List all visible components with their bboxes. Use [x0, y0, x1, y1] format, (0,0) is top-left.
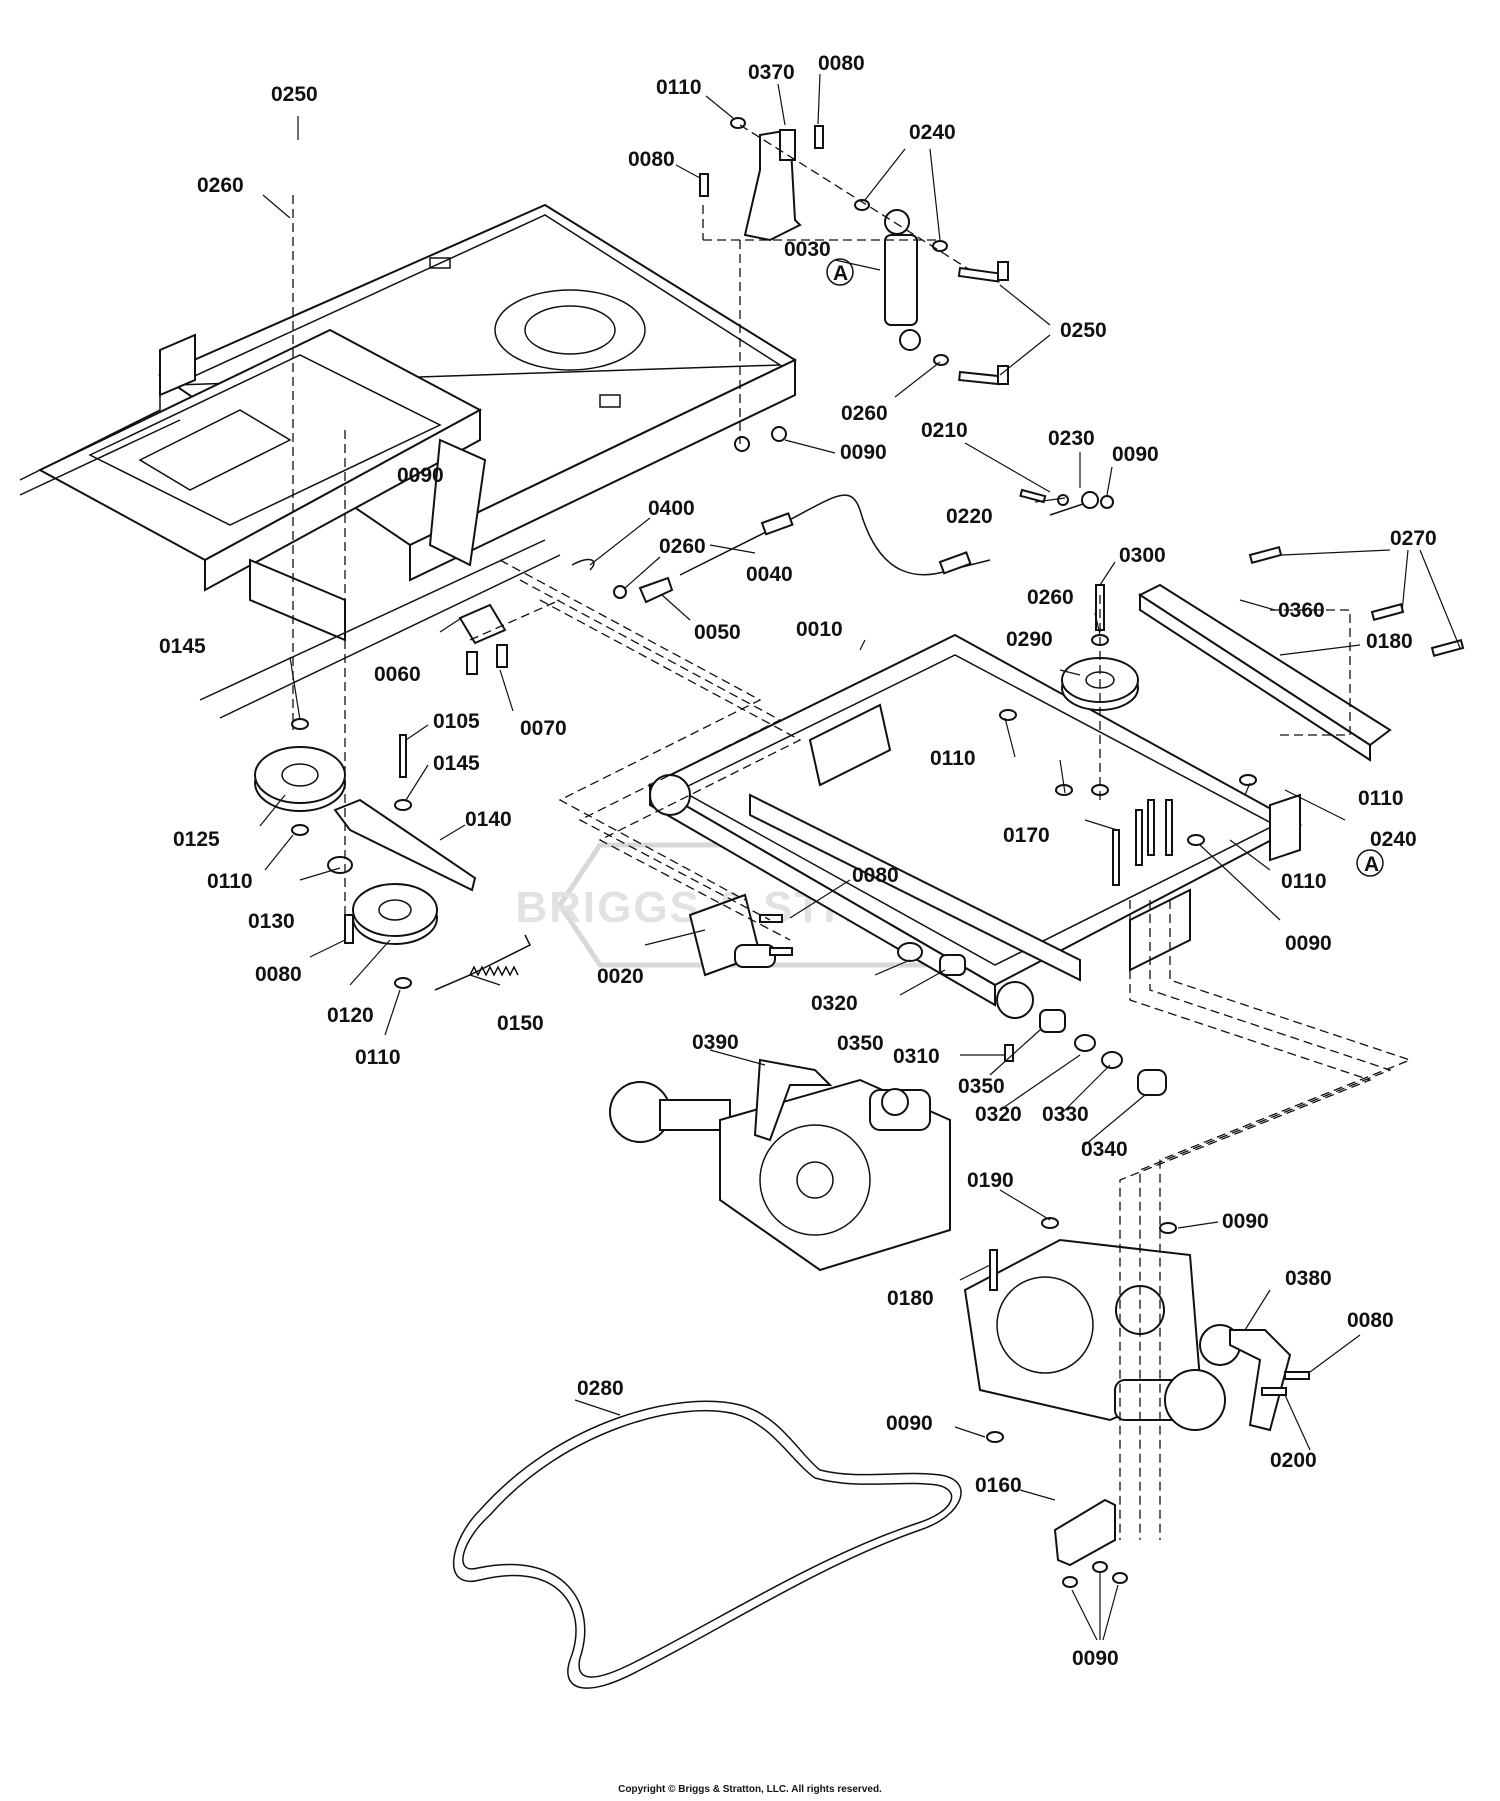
- callout-label: 0370: [748, 61, 795, 84]
- callout-label: 0145: [433, 752, 480, 775]
- spring-0150: [434, 934, 532, 991]
- rear-mount-A2: [1356, 849, 1384, 877]
- callout-label: 0120: [327, 1004, 374, 1027]
- callout-labels: 0250 0260 0110 0370 0080 0080 0240 0030 …: [159, 52, 1437, 1670]
- linkage-parts-0050-0400: [571, 558, 674, 604]
- callout-label: 0330: [1042, 1103, 1089, 1126]
- callout-label: 0350: [958, 1075, 1005, 1098]
- callout-label: 0090: [1222, 1210, 1269, 1233]
- callout-label: 0160: [975, 1474, 1022, 1497]
- callout-label: 0210: [921, 419, 968, 442]
- callout-label: 0240: [909, 121, 956, 144]
- callout-label: 0190: [967, 1169, 1014, 1192]
- callout-label: 0080: [255, 963, 302, 986]
- copyright-notice: Copyright © Briggs & Stratton, LLC. All …: [618, 1784, 882, 1795]
- callout-label: 0145: [159, 635, 206, 658]
- drive-belt-0280: [453, 1400, 962, 1689]
- callout-label: 0110: [1358, 787, 1404, 810]
- idler-arm-0140: [333, 734, 477, 892]
- callout-label: 0380: [1285, 1267, 1332, 1290]
- callout-label: 0105: [433, 710, 480, 733]
- mount-bar-0360: [1137, 546, 1465, 762]
- transaxle-hardware: [986, 1217, 1310, 1443]
- callout-label: 0090: [397, 464, 444, 487]
- callout-label: 0090: [886, 1412, 933, 1435]
- control-cable-0040: [679, 488, 1114, 576]
- callout-label: 0110: [656, 76, 702, 99]
- callout-label: A: [833, 262, 848, 285]
- callout-label: 0240: [1370, 828, 1417, 851]
- callout-label: 0230: [1048, 427, 1095, 450]
- callout-label: 0320: [811, 992, 858, 1015]
- callout-label: 0050: [694, 621, 741, 644]
- callout-label: 0090: [1072, 1647, 1119, 1670]
- callout-label: A: [1364, 853, 1379, 876]
- callout-label: 0090: [840, 441, 887, 464]
- transaxle-left: [609, 1078, 951, 1272]
- callout-label: 0350: [837, 1032, 884, 1055]
- callout-label: 0200: [1270, 1449, 1317, 1472]
- bolt-0250-upper: [957, 261, 1009, 283]
- callout-label: 0110: [355, 1046, 401, 1069]
- callout-label: 0180: [887, 1287, 934, 1310]
- shock-absorber-0030: [884, 209, 921, 351]
- callout-label: 0040: [746, 563, 793, 586]
- callout-label: 0390: [692, 1031, 739, 1054]
- callout-label: 0080: [628, 148, 675, 171]
- callout-label: 0260: [197, 174, 244, 197]
- callout-label: 0270: [1390, 527, 1437, 550]
- callout-label: 0090: [1112, 443, 1159, 466]
- callout-label: 0150: [497, 1012, 544, 1035]
- pulley-0120: [327, 856, 438, 989]
- callout-label: 0360: [1278, 599, 1325, 622]
- callout-label: 0320: [975, 1103, 1022, 1126]
- callout-label: 0300: [1119, 544, 1166, 567]
- callout-label: 0250: [1060, 319, 1107, 342]
- callout-label: 0260: [659, 535, 706, 558]
- callout-label: 0110: [930, 747, 976, 770]
- callout-label: 0170: [1003, 824, 1050, 847]
- callout-label: 0060: [374, 663, 421, 686]
- callout-label: 0140: [465, 808, 512, 831]
- assembly-lines: [292, 124, 1412, 1540]
- callout-label: 0080: [852, 864, 899, 887]
- frame-deck: [19, 203, 798, 719]
- callout-label: 0030: [784, 238, 831, 261]
- callout-label: 0020: [597, 965, 644, 988]
- bracket-0390: [753, 1058, 833, 1142]
- callout-label: 0260: [841, 402, 888, 425]
- leader-lines: [259, 73, 1461, 1641]
- callout-label: 0125: [173, 828, 220, 851]
- callout-label: 0290: [1006, 628, 1053, 651]
- bracket-0060-bolts-0070: [458, 603, 508, 675]
- callout-label: 0310: [893, 1045, 940, 1068]
- callout-label: 0130: [248, 910, 295, 933]
- bolt-0250-lower: [958, 365, 1009, 386]
- bracket-0380: [1229, 1329, 1292, 1432]
- callout-label: 0220: [946, 505, 993, 528]
- callout-label: 0080: [818, 52, 865, 75]
- callout-label: 0110: [207, 870, 253, 893]
- transaxle-right: [963, 1238, 1241, 1431]
- callout-label: 0070: [520, 717, 567, 740]
- bushings-spacers: [897, 942, 1167, 1096]
- hardware-washers-top: [699, 117, 949, 452]
- callout-label: 0250: [271, 83, 318, 106]
- shock-mount-A1: [826, 258, 854, 286]
- pulley-0125: [254, 718, 346, 836]
- callout-label: 0090: [1285, 932, 1332, 955]
- seat-bracket-0370: [743, 128, 802, 242]
- callout-label: 0280: [577, 1377, 624, 1400]
- callout-label: 0110: [1281, 870, 1327, 893]
- callout-label: 0080: [1347, 1309, 1394, 1332]
- callout-label: 0010: [796, 618, 843, 641]
- callout-label: 0180: [1366, 630, 1413, 653]
- bracket-0160: [1053, 1498, 1128, 1588]
- callout-label: 0340: [1081, 1138, 1128, 1161]
- callout-label: 0260: [1027, 586, 1074, 609]
- callout-label: 0400: [648, 497, 695, 520]
